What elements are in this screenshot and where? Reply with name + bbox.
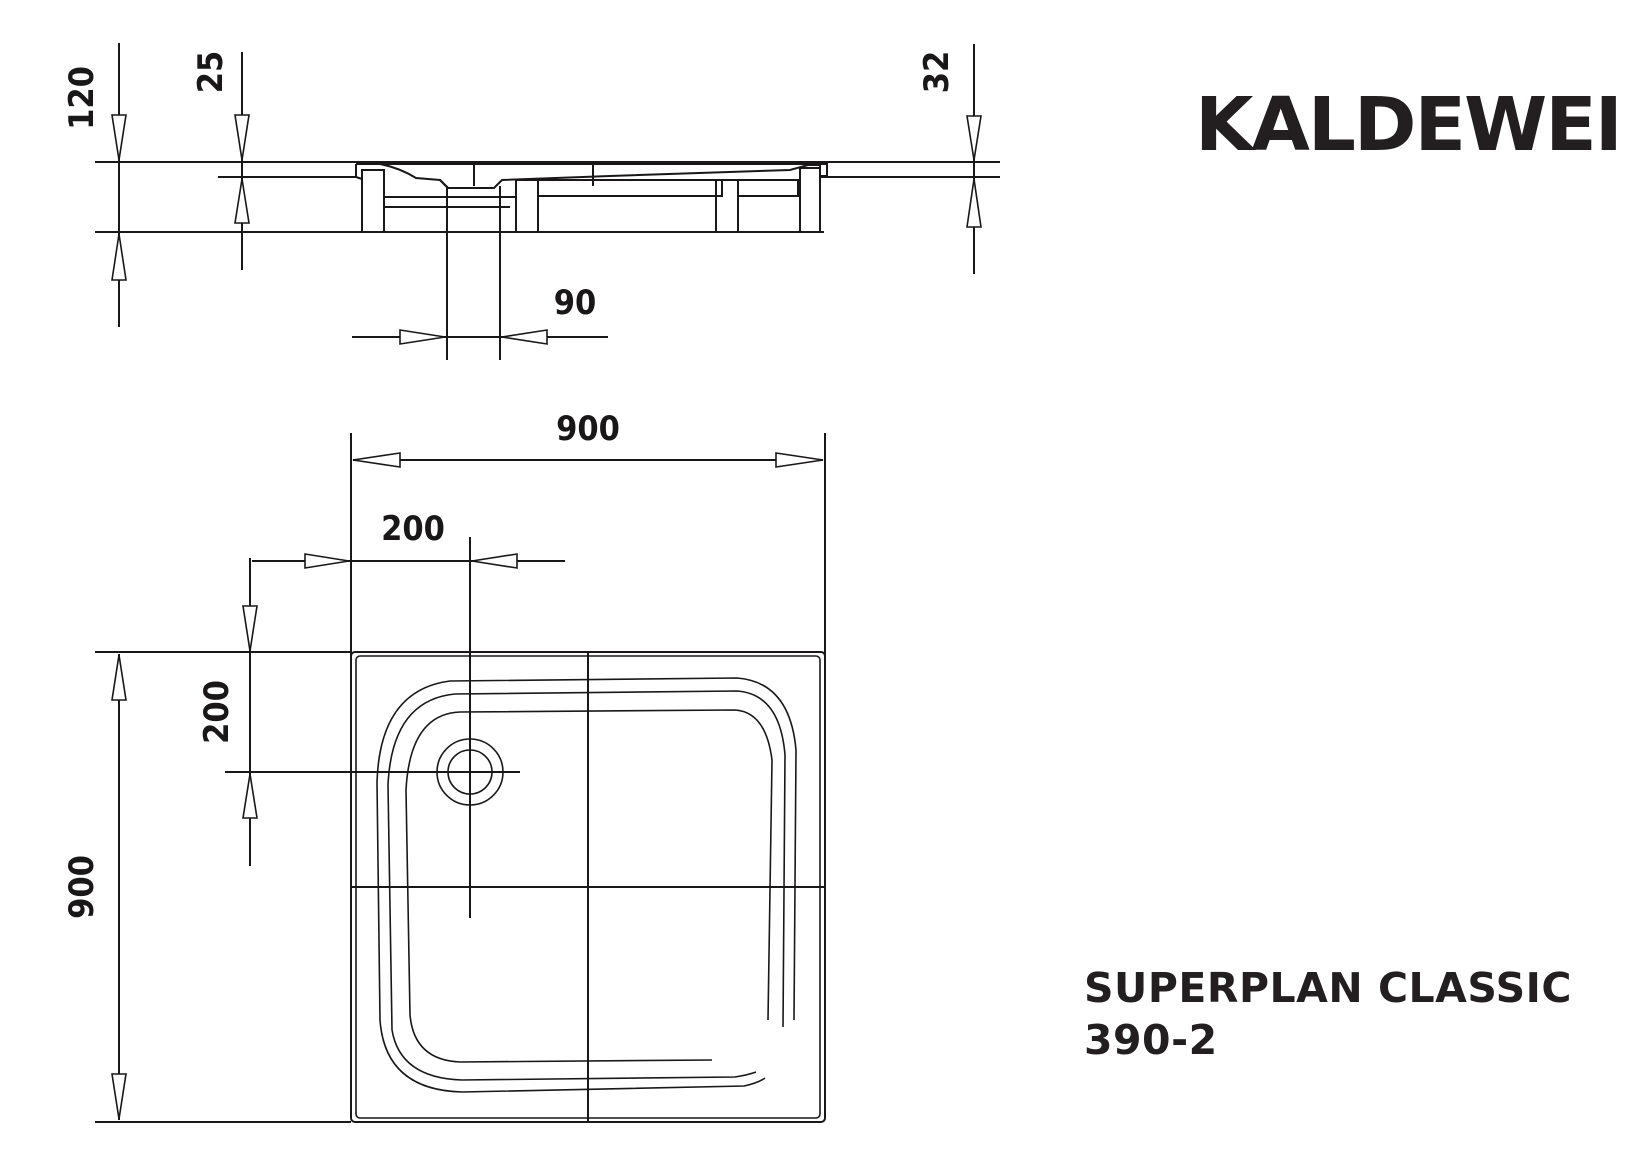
dim-rim-height: 25 bbox=[191, 51, 231, 94]
dimension-labels: 120 25 32 90 900 200 200 900 bbox=[62, 51, 957, 919]
product-title: SUPERPLAN CLASSIC 390-2 bbox=[1084, 962, 1572, 1066]
product-name: SUPERPLAN CLASSIC bbox=[1084, 964, 1572, 1012]
dim-width: 900 bbox=[556, 409, 620, 449]
dim-drain-offset-y: 200 bbox=[197, 680, 237, 744]
brand-logo: KALDEWEI bbox=[1195, 82, 1623, 168]
plan-view bbox=[95, 433, 826, 1123]
dim-total-height: 120 bbox=[62, 66, 102, 130]
product-model: 390-2 bbox=[1084, 1016, 1218, 1064]
dim-drain-offset-x: 200 bbox=[381, 509, 445, 549]
section-view bbox=[95, 43, 1000, 360]
dim-waste-diameter: 90 bbox=[554, 283, 597, 323]
dim-tray-depth: 32 bbox=[917, 51, 957, 94]
dim-length: 900 bbox=[62, 855, 102, 919]
